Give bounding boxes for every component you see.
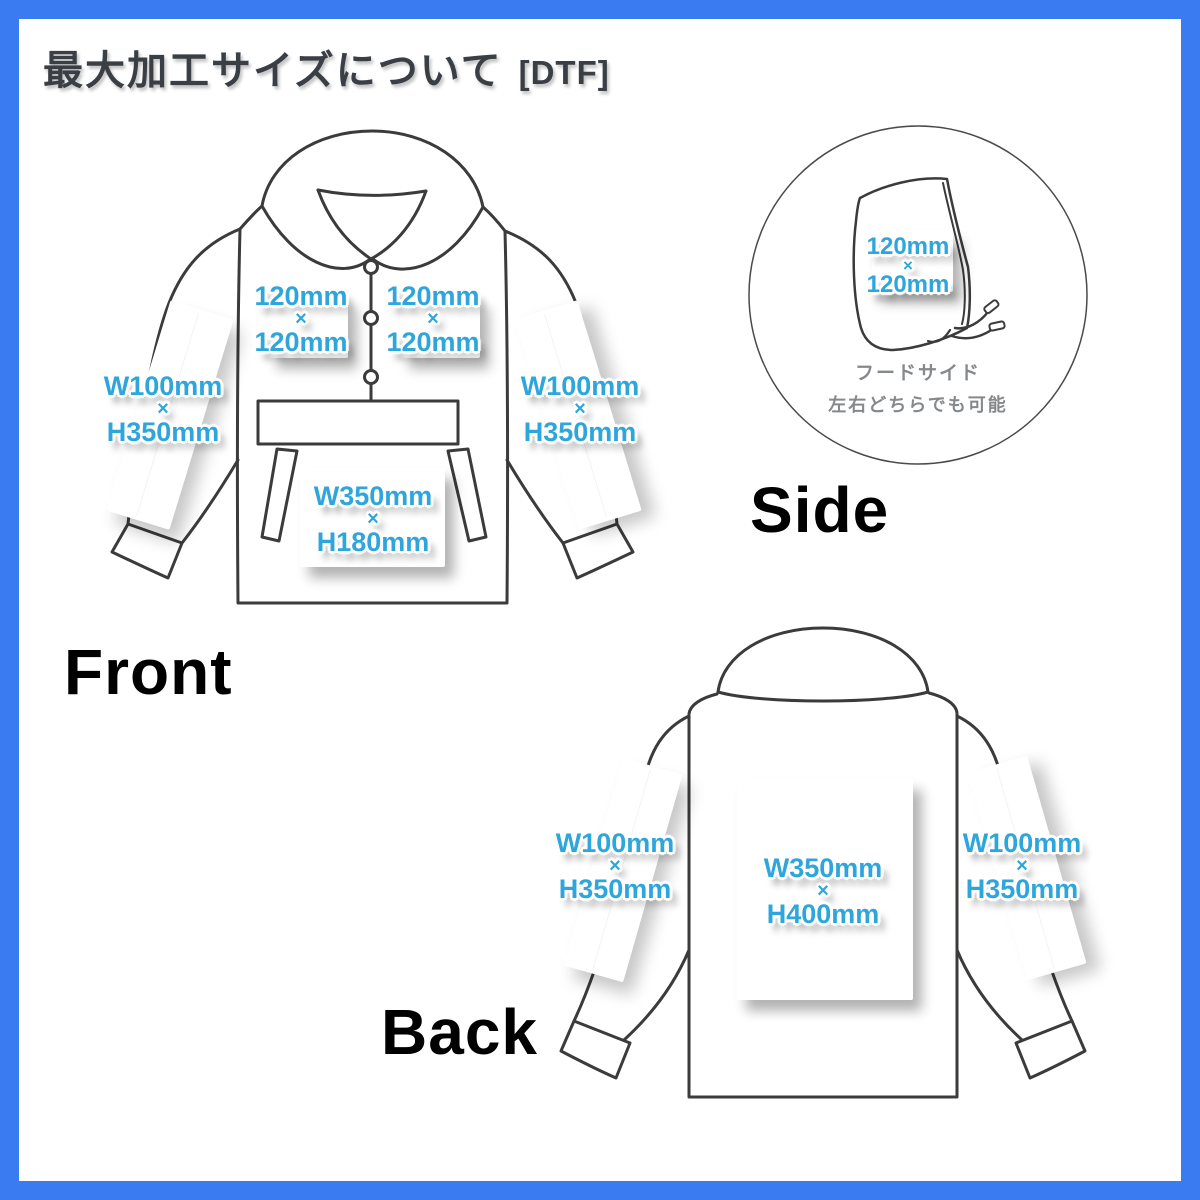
side-caption-line1: フードサイド (854, 363, 981, 384)
side-hood-size-label: 120mm × 120mm (866, 233, 950, 298)
front-left-chest-print-area (268, 298, 348, 358)
back-center-print-area (737, 779, 913, 1000)
back-right-sleeve-size-label: W100mm × H350mm (962, 828, 1082, 904)
front-view-label: Front (64, 636, 233, 708)
front-right-sleeve-size-label: W100mm × H350mm (520, 371, 640, 447)
side-caption: フードサイド 左右どちらでも可能 (768, 358, 1068, 420)
page-title-tag: [DTF] (518, 54, 610, 91)
back-center-size-label: W350mm × H400mm (763, 853, 883, 929)
page-title-text: 最大加工サイズについて (43, 49, 503, 93)
side-hood-print-area (872, 230, 953, 292)
side-caption-line2: 左右どちらでも可能 (828, 395, 1008, 415)
front-right-chest-print-area (400, 298, 480, 358)
front-pocket-size-label: W350mm × H180mm (313, 481, 433, 557)
page-title: 最大加工サイズについて [DTF] (43, 38, 610, 96)
front-pocket-print-area (300, 468, 445, 567)
back-left-sleeve-size-label: W100mm × H350mm (555, 828, 675, 904)
white-canvas (19, 19, 1181, 1181)
front-left-chest-size-label: 120mm × 120mm (254, 281, 348, 357)
front-left-sleeve-size-label: W100mm × H350mm (103, 371, 223, 447)
side-view-label: Side (750, 474, 890, 546)
front-right-chest-size-label: 120mm × 120mm (386, 281, 480, 357)
back-view-label: Back (381, 996, 538, 1068)
